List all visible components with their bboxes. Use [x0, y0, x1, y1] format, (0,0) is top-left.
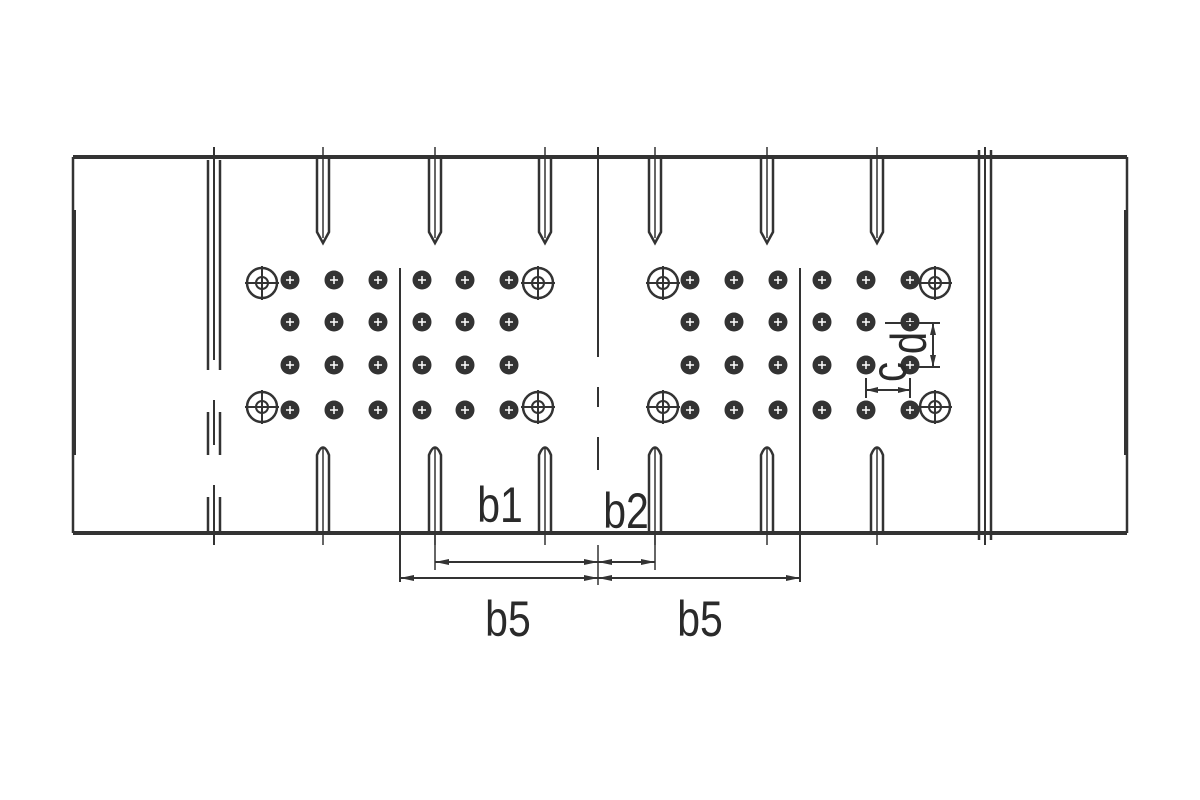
contact-hole [324, 400, 344, 420]
bottom-slot [537, 446, 553, 545]
dimension-b1: b1 [434, 477, 598, 570]
top-slot [647, 147, 663, 246]
contact-hole [412, 400, 432, 420]
label-b5-right: b5 [677, 591, 723, 647]
contact-hole [455, 270, 475, 290]
top-slot [759, 147, 775, 246]
contact-hole [724, 400, 744, 420]
contact-hole [856, 400, 876, 420]
mounting-hole [646, 390, 680, 424]
label-b1: b1 [477, 477, 523, 533]
dimension-b2: b2 [598, 483, 656, 570]
contact-hole [324, 355, 344, 375]
bottom-slot [759, 446, 775, 545]
bottom-slot [647, 446, 663, 545]
label-c: c [861, 362, 917, 382]
mounting-hole [245, 266, 279, 300]
contact-hole [812, 355, 832, 375]
left-end-wall [206, 147, 222, 545]
contact-hole [499, 400, 519, 420]
contact-hole [455, 355, 475, 375]
label-b5-left: b5 [485, 591, 531, 647]
contact-hole [900, 355, 920, 375]
contact-hole [280, 312, 300, 332]
dimension-c: c [861, 362, 917, 398]
contact-hole [724, 312, 744, 332]
contact-hole [368, 312, 388, 332]
contact-hole [812, 270, 832, 290]
contact-hole [412, 355, 432, 375]
contact-hole [724, 270, 744, 290]
label-b2: b2 [603, 483, 649, 539]
top-slot [537, 147, 553, 246]
contact-hole [680, 400, 700, 420]
contact-hole [856, 312, 876, 332]
contact-hole [455, 400, 475, 420]
contact-hole [680, 355, 700, 375]
dimension-d: d [881, 322, 940, 368]
top-slot [315, 147, 331, 246]
contact-hole [499, 312, 519, 332]
contact-hole [856, 355, 876, 375]
dimension-b5: b5 b5 [400, 545, 800, 647]
mounting-hole [245, 390, 279, 424]
right-end-wall [977, 147, 993, 545]
bottom-slot [315, 446, 331, 545]
contact-hole [412, 312, 432, 332]
contact-hole [900, 400, 920, 420]
contact-hole [768, 355, 788, 375]
contact-hole [324, 312, 344, 332]
bottom-slot [427, 446, 443, 545]
contact-hole [280, 400, 300, 420]
contact-hole [768, 312, 788, 332]
contact-hole [412, 270, 432, 290]
contact-hole [499, 270, 519, 290]
contact-hole [812, 312, 832, 332]
mounting-hole [521, 266, 555, 300]
mounting-hole [918, 390, 952, 424]
top-slot [427, 147, 443, 246]
contact-hole [324, 270, 344, 290]
top-slot [869, 147, 885, 246]
contact-hole [368, 355, 388, 375]
contact-hole [455, 312, 475, 332]
mounting-hole [521, 390, 555, 424]
mounting-hole [646, 266, 680, 300]
bottom-slot [869, 446, 885, 545]
contact-hole [280, 355, 300, 375]
contact-hole [680, 270, 700, 290]
contact-hole [280, 270, 300, 290]
contact-hole [499, 355, 519, 375]
contact-hole [724, 355, 744, 375]
contact-hole [368, 270, 388, 290]
contact-hole [368, 400, 388, 420]
mounting-hole [918, 266, 952, 300]
contact-hole [856, 270, 876, 290]
contact-hole [812, 400, 832, 420]
contact-hole [768, 270, 788, 290]
contact-hole [680, 312, 700, 332]
contact-hole [768, 400, 788, 420]
label-d: d [881, 332, 937, 354]
contact-hole [900, 270, 920, 290]
connector-outline [71, 155, 1129, 535]
